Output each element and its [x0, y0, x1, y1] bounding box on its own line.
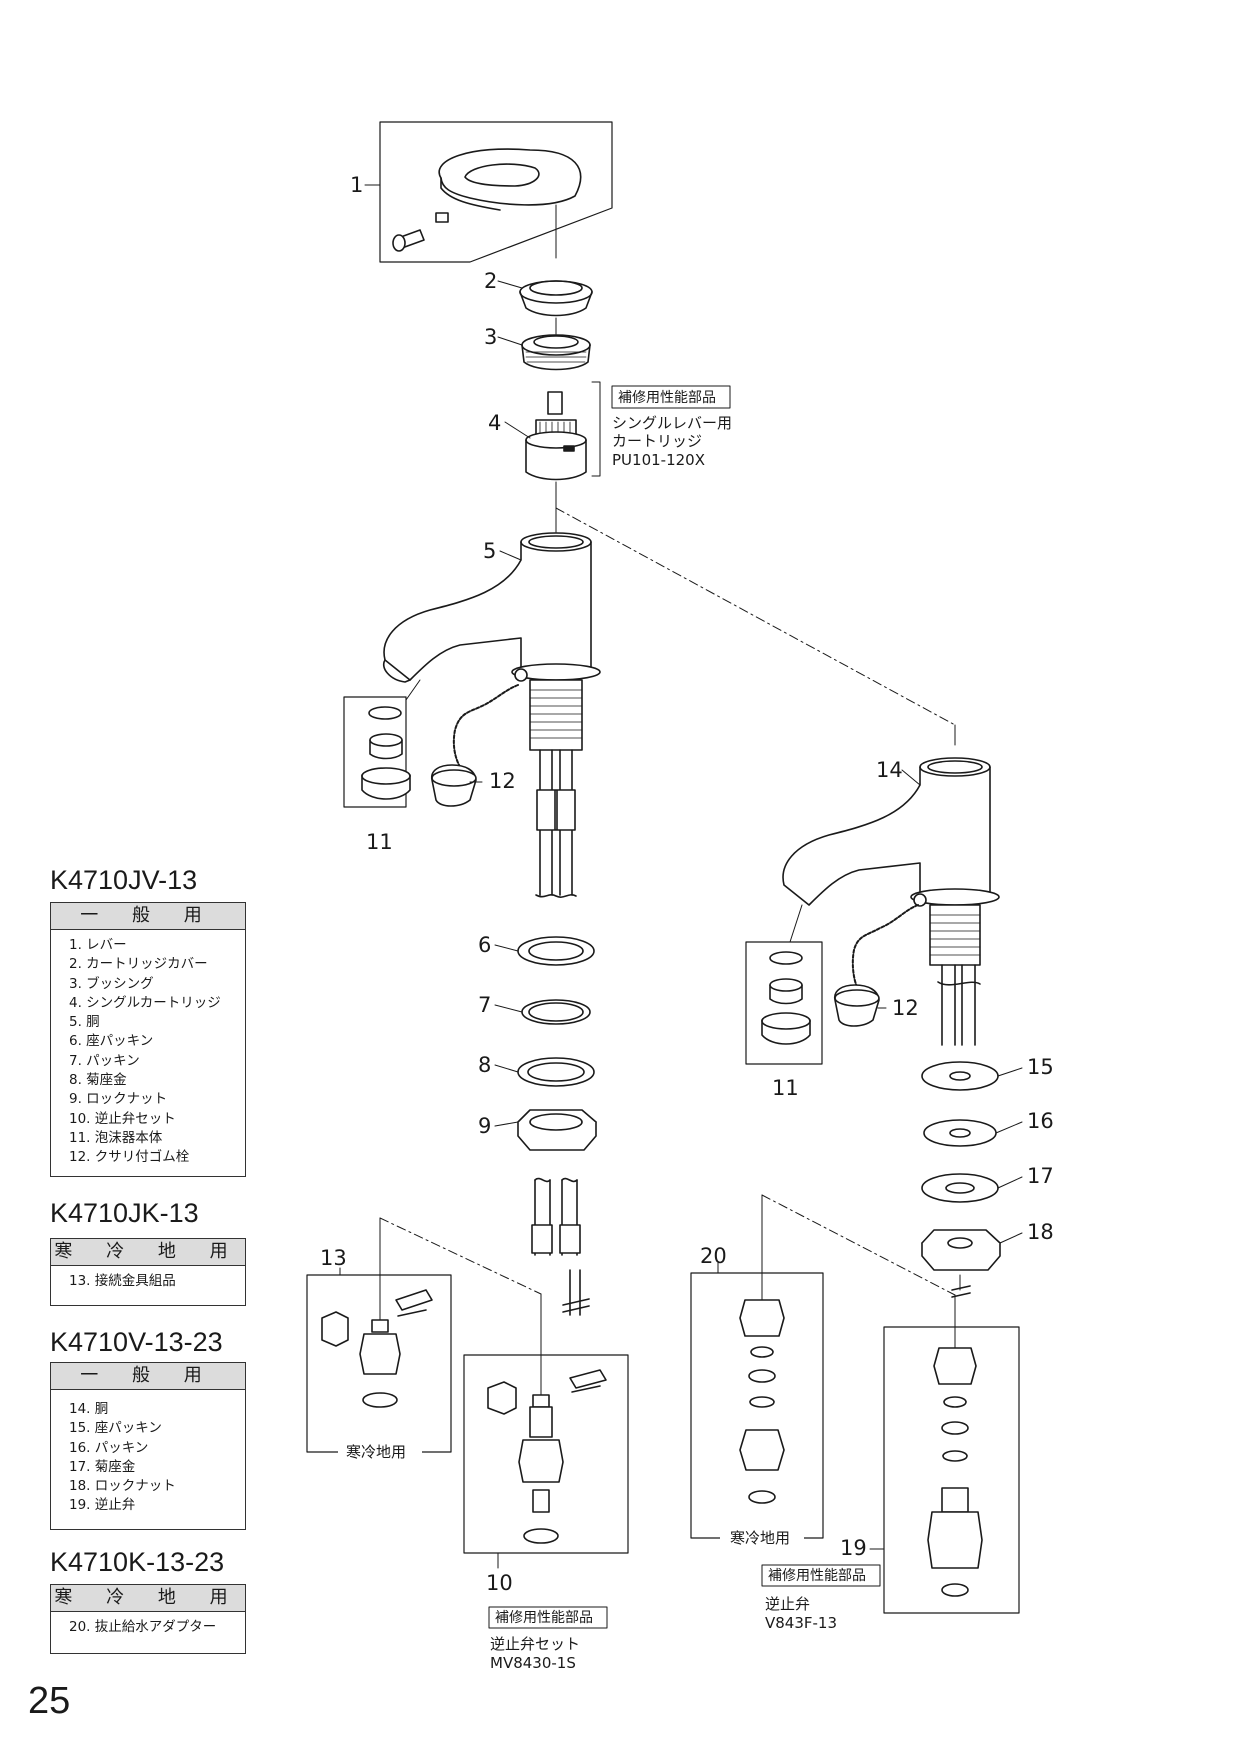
- check-valve-tag: 補修用性能部品: [768, 1568, 866, 1584]
- check-valve-code: V843F-13: [765, 1614, 837, 1632]
- list-item: 11. 泡沫器本体: [69, 1129, 163, 1146]
- model-title-4: K4710K-13-23: [50, 1547, 225, 1577]
- model-title-2: K4710JK-13: [50, 1198, 199, 1228]
- part-12-chain-stopper-right: [833, 904, 919, 1027]
- parts-table-1: 一 般 用 1. レバー 2. カートリッジカバー 3. ブッシング 4. シン…: [50, 902, 246, 1177]
- list-item: 15. 座パッキン: [69, 1420, 162, 1437]
- cold-region-label-13: 寒冷地用: [346, 1443, 406, 1461]
- part-11-aerator-left: [343, 679, 421, 808]
- parts-table-1-list: 1. レバー 2. カートリッジカバー 3. ブッシング 4. シングルカートリ…: [51, 930, 245, 1172]
- list-item: 3. ブッシング: [69, 975, 154, 992]
- parts-table-4: 寒 冷 地 用 20. 抜止給水アダプター: [50, 1584, 246, 1654]
- cartridge-tag: 補修用性能部品: [618, 390, 716, 406]
- parts-table-3: 一 般 用 14. 胴 15. 座パッキン 16. パッキン 17. 菊座金 1…: [50, 1362, 246, 1530]
- model-title-1: K4710JV-13: [50, 865, 198, 895]
- list-item: 13. 接続金具組品: [69, 1273, 176, 1289]
- list-item: 6. 座パッキン: [69, 1033, 154, 1050]
- model-title-3: K4710V-13-23: [50, 1327, 223, 1357]
- part-9-locknut: [517, 1109, 597, 1151]
- parts-table-1-category: 一 般 用: [51, 903, 245, 930]
- callout-11-left: 11: [366, 830, 393, 854]
- callout-8: 8: [478, 1053, 491, 1077]
- part-4-cartridge: [525, 391, 587, 481]
- cartridge-line2: カートリッジ: [612, 432, 702, 450]
- callout-12-left: 12: [489, 769, 516, 793]
- parts-table-3-list: 14. 胴 15. 座パッキン 16. パッキン 17. 菊座金 18. ロック…: [51, 1390, 245, 1520]
- check-valve-set-code: MV8430-1S: [490, 1654, 576, 1672]
- callout-7: 7: [478, 993, 491, 1017]
- part-8-washer: [517, 1057, 595, 1087]
- part-19-check-valve: [883, 1294, 1020, 1614]
- list-item: 1. レバー: [69, 937, 127, 953]
- part-2-cartridge-cover: [519, 280, 593, 317]
- check-valve-set-line1: 逆止弁セット: [490, 1635, 580, 1653]
- list-item: 12. クサリ付ゴム栓: [69, 1149, 190, 1166]
- part-18-locknut: [921, 1229, 1001, 1271]
- list-item: 18. ロックナット: [69, 1478, 176, 1495]
- callout-4: 4: [488, 411, 501, 435]
- list-item: 17. 菊座金: [69, 1458, 136, 1475]
- list-item: 5. 胴: [69, 1014, 100, 1031]
- list-item: 16. パッキン: [69, 1439, 149, 1456]
- part-13-connector-assembly: [306, 1274, 452, 1453]
- callout-9: 9: [478, 1114, 491, 1138]
- cartridge-line1: シングルレバー用: [612, 414, 732, 432]
- cartridge-code: PU101-120X: [612, 451, 705, 469]
- part-16-packing: [923, 1119, 997, 1147]
- parts-table-2-list: 13. 接続金具組品: [51, 1266, 245, 1295]
- parts-table-4-category: 寒 冷 地 用: [51, 1585, 245, 1612]
- part-1-lever: [379, 121, 613, 263]
- part-12-chain-stopper-left: [430, 684, 519, 807]
- callout-16: 16: [1027, 1109, 1054, 1133]
- part-14-body: [782, 757, 1000, 1046]
- check-valve-note: 補修用性能部品 逆止弁 V843F-13: [761, 1564, 881, 1632]
- cartridge-note: 補修用性能部品 シングルレバー用 カートリッジ PU101-120X: [591, 381, 732, 477]
- part-10-check-valve-set: [379, 1217, 629, 1569]
- part-6-seat-packing: [517, 936, 595, 966]
- part-15-seat-packing: [921, 1061, 999, 1091]
- part-7-packing: [521, 999, 591, 1025]
- callout-20: 20: [700, 1244, 727, 1268]
- callout-1: 1: [350, 173, 363, 197]
- list-item: 19. 逆止弁: [69, 1497, 136, 1514]
- part-11-aerator-right: [745, 904, 823, 1065]
- callout-15: 15: [1027, 1055, 1054, 1079]
- check-valve-set-tag: 補修用性能部品: [495, 1610, 593, 1626]
- list-item: 10. 逆止弁セット: [69, 1110, 176, 1127]
- supply-hoses-left: [531, 1177, 590, 1316]
- cold-region-label-20: 寒冷地用: [730, 1529, 790, 1547]
- list-item: 4. シングルカートリッジ: [69, 994, 221, 1011]
- check-valve-line1: 逆止弁: [765, 1595, 810, 1613]
- callout-17: 17: [1027, 1164, 1054, 1188]
- parts-table-2-category: 寒 冷 地 用: [51, 1239, 245, 1266]
- list-item: 7. パッキン: [69, 1052, 140, 1069]
- list-item: 8. 菊座金: [69, 1072, 127, 1089]
- callout-5: 5: [483, 539, 496, 563]
- list-item: 9. ロックナット: [69, 1091, 168, 1108]
- list-item: 20. 抜止給水アダプター: [69, 1619, 217, 1635]
- parts-table-3-category: 一 般 用: [51, 1363, 245, 1390]
- callout-10: 10: [486, 1571, 513, 1595]
- callout-6: 6: [478, 933, 491, 957]
- part-17-washer: [921, 1173, 999, 1203]
- callout-13: 13: [320, 1246, 347, 1270]
- callout-14: 14: [876, 758, 903, 782]
- page-number: 25: [28, 1680, 71, 1722]
- callout-18: 18: [1027, 1220, 1054, 1244]
- callout-12-right: 12: [892, 996, 919, 1020]
- check-valve-set-note: 補修用性能部品 逆止弁セット MV8430-1S: [488, 1606, 608, 1672]
- part-5-body: [383, 532, 601, 898]
- callout-11-right: 11: [772, 1076, 799, 1100]
- parts-table-2: 寒 冷 地 用 13. 接続金具組品: [50, 1238, 246, 1306]
- callout-19: 19: [840, 1536, 867, 1560]
- callout-3: 3: [484, 325, 497, 349]
- part-3-bushing: [521, 334, 591, 371]
- list-item: 14. 胴: [69, 1401, 109, 1417]
- list-item: 2. カートリッジカバー: [69, 956, 208, 973]
- parts-table-4-list: 20. 抜止給水アダプター: [51, 1612, 245, 1641]
- callout-2: 2: [484, 269, 497, 293]
- part-20-adapter: [690, 1272, 824, 1539]
